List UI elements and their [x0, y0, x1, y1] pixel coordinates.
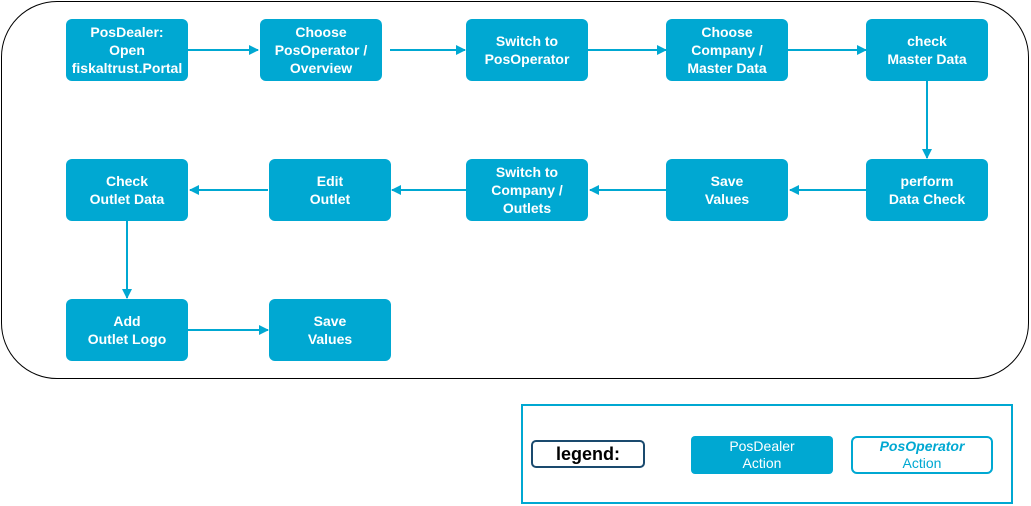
node-switch-posoperator: Switch to PosOperator — [466, 19, 588, 81]
legend-posdealer-line1: PosDealer — [729, 438, 795, 454]
diagram-frame — [1, 1, 1029, 379]
legend-posdealer-line2: Action — [742, 455, 782, 471]
node-check-master-data: check Master Data — [866, 19, 988, 81]
node-switch-outlets: Switch to Company / Outlets — [466, 159, 588, 221]
legend-title: legend: — [531, 440, 645, 468]
legend-box — [521, 404, 1013, 504]
node-check-outlet-data: Check Outlet Data — [66, 159, 188, 221]
legend-posoperator-line2: Action — [902, 455, 942, 471]
node-perform-data-check: perform Data Check — [866, 159, 988, 221]
node-choose-master-data: Choose Company / Master Data — [666, 19, 788, 81]
legend-posoperator-action: PosOperator Action — [851, 436, 993, 474]
node-choose-posoperator: Choose PosOperator / Overview — [260, 19, 382, 81]
legend-posdealer-action: PosDealer Action — [691, 436, 833, 474]
node-save-values-1: Save Values — [666, 159, 788, 221]
node-add-outlet-logo: Add Outlet Logo — [66, 299, 188, 361]
node-open-portal: PosDealer: Open fiskaltrust.Portal — [66, 19, 188, 81]
node-edit-outlet: Edit Outlet — [269, 159, 391, 221]
legend-posoperator-line1: PosOperator — [879, 438, 965, 454]
node-save-values-2: Save Values — [269, 299, 391, 361]
